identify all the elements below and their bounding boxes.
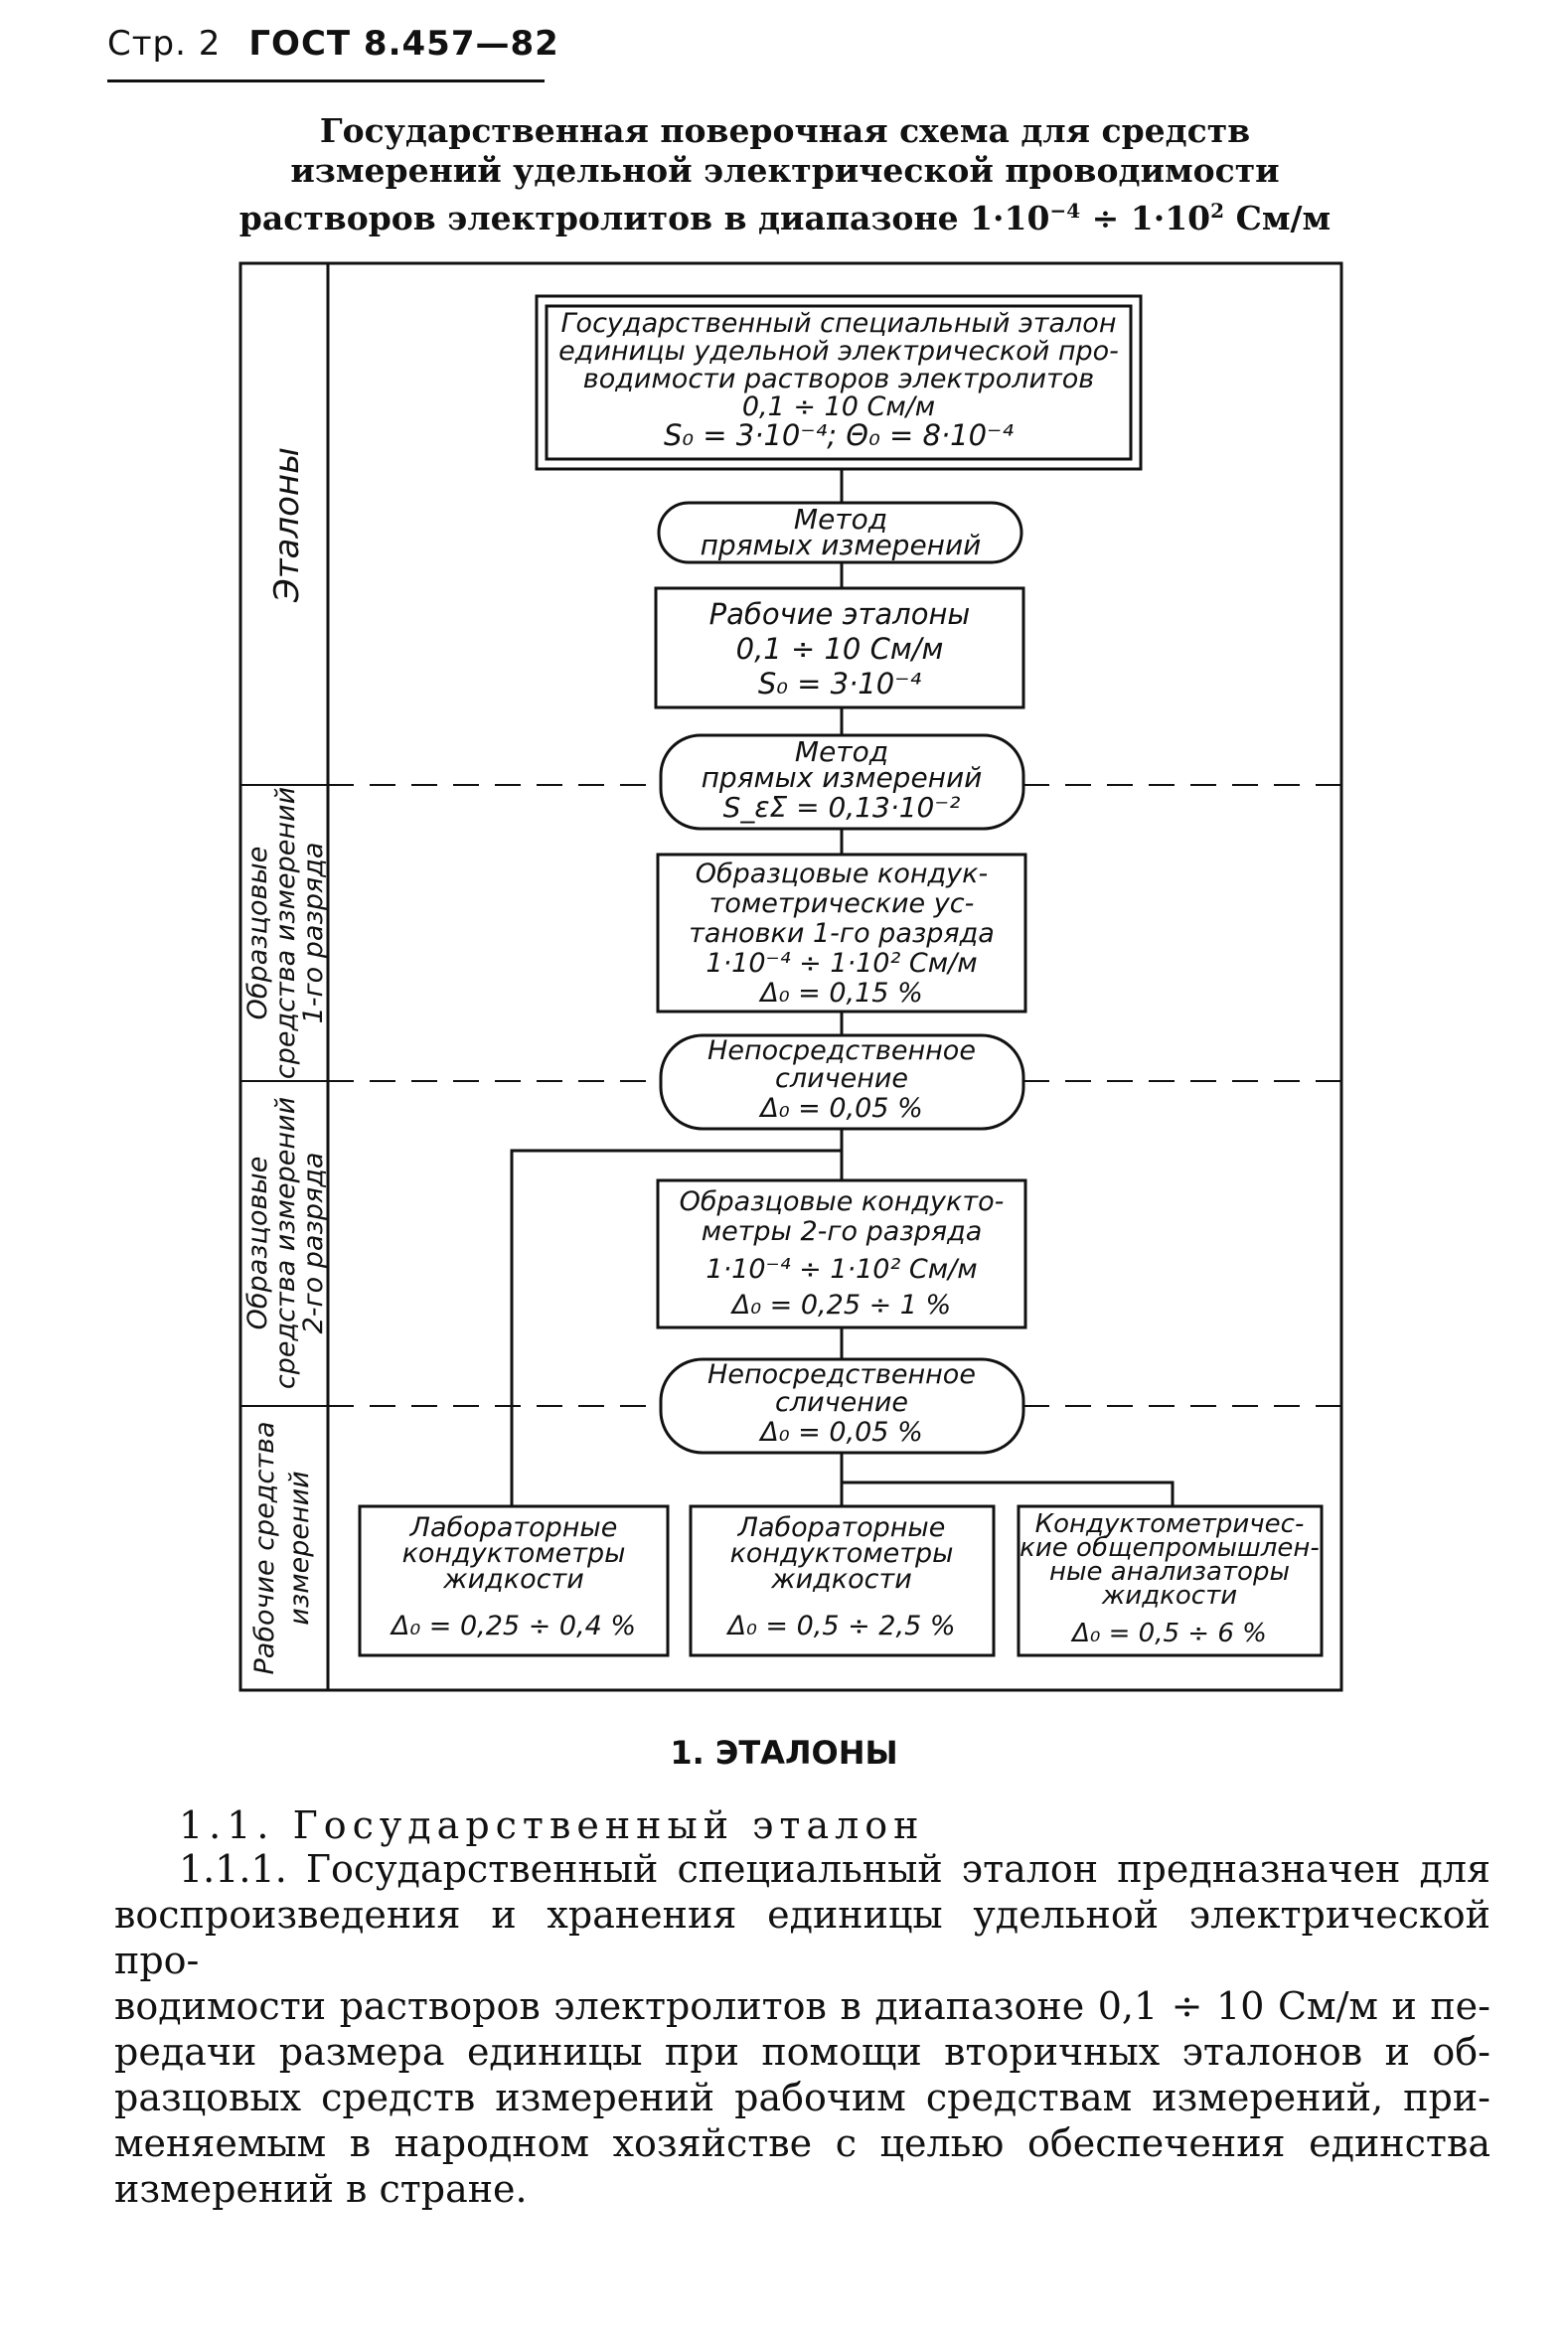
svg-text:кондуктометры: кондуктометры	[730, 1538, 954, 1569]
svg-text:S_εΣ = 0,13·10⁻²: S_εΣ = 0,13·10⁻²	[723, 791, 961, 824]
title-line-3: растворов электролитов в диапазоне 1·10−…	[238, 199, 1332, 237]
method-3-oval: Непосредственное сличение Δ₀ = 0,05 %	[659, 1033, 1025, 1131]
subsection-title: 1.1. Государственный эталон	[179, 1803, 925, 1847]
svg-text:жидкости: жидкости	[770, 1564, 912, 1595]
svg-text:Образцовые: Образцовые	[242, 847, 273, 1020]
svg-text:прямых измерений: прямых измерений	[701, 529, 982, 561]
section-title: 1. ЭТАЛОНЫ	[670, 1734, 898, 1772]
svg-text:Метод: Метод	[795, 735, 888, 768]
svg-text:Образцовые кондукто-: Образцовые кондукто-	[680, 1186, 1005, 1217]
header-rule	[107, 79, 545, 82]
svg-text:сличение: сличение	[775, 1387, 908, 1418]
svg-text:кие общепромышлен-: кие общепромышлен-	[1019, 1533, 1320, 1563]
svg-text:Δ₀ = 0,5 ÷ 2,5 %: Δ₀ = 0,5 ÷ 2,5 %	[726, 1611, 956, 1641]
svg-text:Непосредственное: Непосредственное	[707, 1035, 976, 1066]
svg-text:измерений: измерений	[284, 1471, 315, 1625]
industrial-analyzer-box: Кондуктометричес- кие общепромышлен- ные…	[1017, 1504, 1324, 1657]
svg-text:прямых измерений: прямых измерений	[702, 761, 983, 794]
svg-text:1-го разряда: 1-го разряда	[298, 843, 329, 1024]
svg-text:Лабораторные: Лабораторные	[409, 1512, 618, 1543]
svg-text:Δ₀ = 0,15 %: Δ₀ = 0,15 %	[758, 978, 922, 1009]
svg-text:Рабочие эталоны: Рабочие эталоны	[709, 597, 971, 631]
svg-text:жидкости: жидкости	[442, 1564, 584, 1595]
svg-text:тометрические ус-: тометрические ус-	[709, 888, 975, 919]
svg-text:Метод: Метод	[794, 503, 887, 536]
svg-text:жидкости: жидкости	[1101, 1581, 1237, 1611]
paragraph-line: редачи размера единицы при помощи вторич…	[114, 2030, 1490, 2074]
svg-text:0,1 ÷ 10 См/м: 0,1 ÷ 10 См/м	[736, 632, 944, 666]
paragraph-line: водимости растворов электролитов в диапа…	[114, 1984, 1490, 2028]
svg-text:1·10⁻⁴ ÷ 1·10² См/м: 1·10⁻⁴ ÷ 1·10² См/м	[706, 1254, 977, 1285]
paragraph-line: воспроизведения и хранения единицы удель…	[114, 1893, 1490, 1982]
svg-text:Образцовые кондук-: Образцовые кондук-	[696, 858, 988, 889]
svg-text:Государственный специальный эт: Государственный специальный эталон	[561, 308, 1117, 339]
svg-text:2-го разряда: 2-го разряда	[298, 1153, 329, 1334]
svg-text:Образцовые: Образцовые	[242, 1157, 273, 1330]
lab-conductometer-2-box: Лабораторные кондуктометры жидкости Δ₀ =…	[689, 1504, 996, 1657]
connectors	[510, 469, 1175, 1506]
lab-conductometer-1-box: Лабораторные кондуктометры жидкости Δ₀ =…	[358, 1504, 670, 1657]
svg-text:Δ₀ = 0,25 ÷ 1 %: Δ₀ = 0,25 ÷ 1 %	[730, 1290, 951, 1321]
svg-text:Δ₀ = 0,05 %: Δ₀ = 0,05 %	[758, 1417, 922, 1448]
svg-text:S₀ = 3·10⁻⁴; Θ₀ = 8·1: S₀ = 3·10⁻⁴; Θ₀ = 8·10⁻⁴	[664, 418, 1014, 452]
schema-frame	[238, 261, 1343, 1692]
method-4-oval: Непосредственное сличение Δ₀ = 0,05 %	[659, 1357, 1025, 1455]
svg-text:1·10⁻⁴ ÷ 1·10² См/м: 1·10⁻⁴ ÷ 1·10² См/м	[706, 948, 977, 979]
paragraph-line: 1.1.1. Государственный специальный этало…	[179, 1847, 1490, 1891]
level-dashed-lines	[328, 784, 1341, 1407]
svg-text:Лабораторные: Лабораторные	[737, 1512, 946, 1543]
standard-number: ГОСТ 8.457—82	[248, 24, 559, 64]
svg-text:тановки 1-го разряда: тановки 1-го разряда	[689, 918, 995, 949]
svg-text:Δ₀ = 0,5 ÷ 6 %: Δ₀ = 0,5 ÷ 6 %	[1070, 1619, 1267, 1648]
connector	[842, 1481, 1175, 1506]
level-label-exemplary-1: Образцовые средства измерений 1-го разря…	[242, 787, 329, 1079]
paragraph-1-1-1: 1.1.1. Государственный специальный этало…	[114, 1846, 1490, 2212]
exemplary-2-box: Образцовые кондукто- метры 2-го разряда …	[656, 1178, 1027, 1329]
level-label-exemplary-2: Образцовые средства измерений 2-го разря…	[242, 1097, 329, 1389]
connector	[510, 1149, 842, 1506]
svg-text:единицы удельной электрической: единицы удельной электрической про-	[558, 336, 1119, 367]
exemplary-1-box: Образцовые кондук- тометрические ус- тан…	[656, 853, 1027, 1013]
working-standards-box: Рабочие эталоны 0,1 ÷ 10 См/м S₀ = 3·10⁻…	[654, 586, 1025, 709]
svg-text:Непосредственное: Непосредственное	[707, 1359, 976, 1390]
svg-text:Эталоны: Эталоны	[267, 447, 307, 603]
verification-schema-diagram: Эталоны Образцовые средства измерений 1-…	[238, 261, 1343, 1692]
svg-text:сличение: сличение	[775, 1063, 908, 1094]
title-line-2: измерений удельной электрической проводи…	[290, 151, 1280, 190]
svg-text:0,1 ÷ 10 См/м: 0,1 ÷ 10 См/м	[742, 391, 935, 422]
paragraph-line: измерений в стране.	[114, 2167, 528, 2211]
svg-text:средства измерений: средства измерений	[270, 1097, 301, 1389]
svg-text:средства измерений: средства измерений	[270, 787, 301, 1079]
level-label-standards: Эталоны	[267, 447, 307, 603]
svg-text:водимости растворов электролит: водимости растворов электролитов	[583, 364, 1094, 394]
svg-text:Рабочие средства: Рабочие средства	[249, 1422, 280, 1675]
paragraph-line: меняемым в народном хозяйстве с целью об…	[114, 2121, 1490, 2165]
level-label-working: Рабочие средства измерений	[249, 1422, 315, 1675]
svg-text:Δ₀ = 0,25 ÷ 0,4 %: Δ₀ = 0,25 ÷ 0,4 %	[390, 1611, 636, 1641]
svg-text:Кондуктометричес-: Кондуктометричес-	[1035, 1509, 1305, 1539]
paragraph-line: разцовых средств измерений рабочим средс…	[114, 2076, 1490, 2119]
method-2-oval: Метод прямых измерений S_εΣ = 0,13·10⁻²	[659, 733, 1025, 831]
schema-title: Государственная поверочная схема для сре…	[238, 111, 1332, 238]
title-line-1: Государственная поверочная схема для сре…	[319, 111, 1251, 150]
state-standard-box: Государственный специальный эталон едини…	[535, 294, 1143, 471]
svg-text:кондуктометры: кондуктометры	[402, 1538, 626, 1569]
page-number: Стр. 2	[107, 24, 222, 64]
page-header: Стр. 2 ГОСТ 8.457—82	[107, 24, 559, 64]
svg-text:ные анализаторы: ные анализаторы	[1049, 1557, 1290, 1587]
svg-text:Δ₀ = 0,05 %: Δ₀ = 0,05 %	[758, 1093, 922, 1124]
svg-text:S₀ = 3·10⁻⁴: S₀ = 3·10⁻⁴	[758, 667, 922, 701]
svg-text:метры 2-го разряда: метры 2-го разряда	[702, 1216, 983, 1247]
method-1-oval: Метод прямых измерений	[657, 501, 1023, 564]
